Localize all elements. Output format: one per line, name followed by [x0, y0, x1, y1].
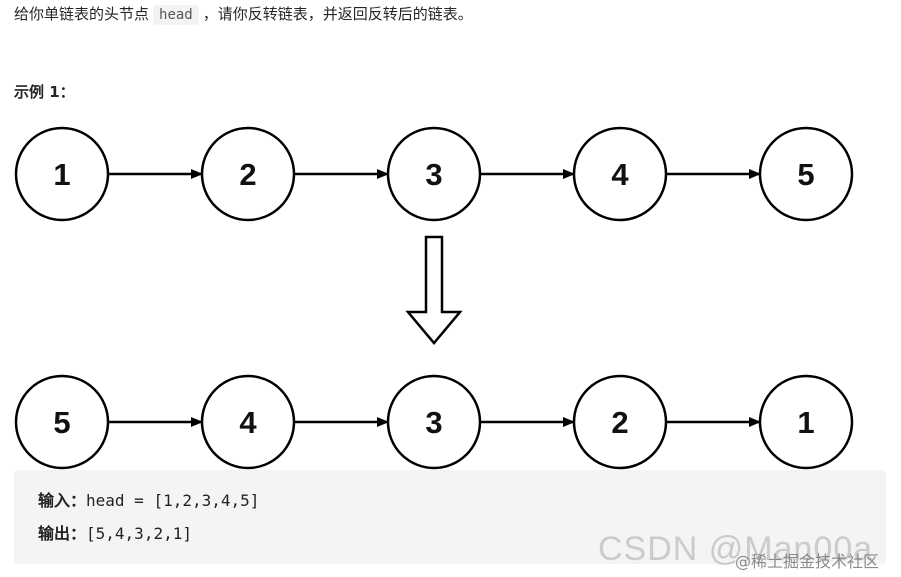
- reversed-node-label-2: 4: [239, 405, 257, 440]
- original-node-2: [200, 126, 296, 222]
- original-node-5: [758, 126, 854, 222]
- juejin-watermark: @稀土掘金技术社区: [735, 552, 880, 571]
- inline-code-head: head: [153, 5, 199, 25]
- input-value: head = [1,2,3,4,5]: [86, 491, 260, 510]
- reversed-node-label-4: 2: [611, 405, 628, 440]
- original-node-label-5: 5: [797, 157, 814, 192]
- original-node-4: [572, 126, 668, 222]
- input-line: 输入：head = [1,2,3,4,5]: [38, 490, 259, 512]
- output-value: [5,4,3,2,1]: [86, 524, 192, 543]
- reversed-node-label-3: 3: [425, 405, 442, 440]
- description-suffix: ，请你反转链表，并返回反转后的链表。: [202, 5, 473, 23]
- output-line: 输出：[5,4,3,2,1]: [38, 523, 192, 545]
- down-arrow-icon: [405, 235, 463, 345]
- example-title: 示例 1：: [14, 83, 75, 101]
- original-node-label-4: 4: [611, 157, 629, 192]
- reversed-node-3: [386, 374, 482, 470]
- original-node-label-2: 2: [239, 157, 256, 192]
- reversed-node-label-1: 5: [53, 405, 70, 440]
- description-prefix: 给你单链表的头节点: [14, 5, 150, 23]
- original-node-1: [14, 126, 110, 222]
- original-node-3: [386, 126, 482, 222]
- original-node-label-3: 3: [425, 157, 442, 192]
- reversed-list-row: 5 4 3 2 1: [14, 374, 854, 470]
- reversed-node-label-5: 1: [797, 405, 814, 440]
- csdn-watermark: CSDN @Man00a: [598, 530, 874, 568]
- reversed-node-5: [758, 374, 854, 470]
- example-code-block: 输入：head = [1,2,3,4,5] 输出：[5,4,3,2,1]: [14, 470, 886, 564]
- reversed-node-2: [200, 374, 296, 470]
- input-label: 输入：: [38, 491, 87, 510]
- original-node-label-1: 1: [53, 157, 70, 192]
- reversed-node-1: [14, 374, 110, 470]
- original-list-row: 1 2 3 4 5: [14, 126, 854, 222]
- output-label: 输出：: [38, 524, 87, 543]
- reversed-node-4: [572, 374, 668, 470]
